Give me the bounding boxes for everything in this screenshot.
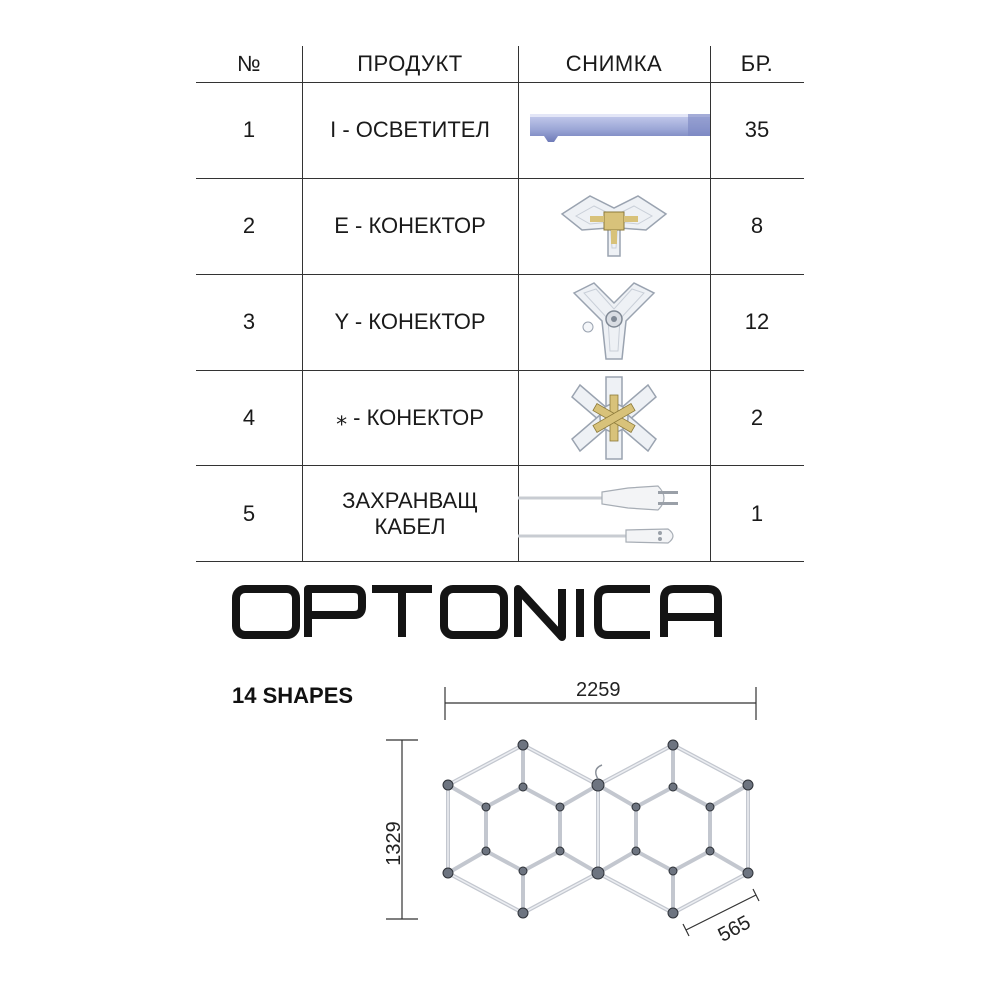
table-divider — [196, 561, 804, 562]
row-quantity: 2 — [750, 404, 764, 430]
table-divider — [196, 82, 804, 83]
row-product: ⁎ - КОНЕКТОР — [336, 404, 484, 430]
y-connector-icon — [518, 274, 710, 370]
row-quantity: 12 — [744, 309, 770, 334]
row-product-line: КАБЕЛ — [374, 513, 446, 539]
row-number: 1 — [242, 117, 256, 142]
light-bar-icon — [518, 82, 710, 178]
row-quantity: 1 — [750, 500, 764, 526]
table-divider — [196, 274, 804, 275]
e-connector-icon — [518, 178, 710, 274]
row-product: ЗАХРАНВАЩ КАБЕЛ — [302, 465, 518, 562]
height-dimension-label: 1329 — [382, 821, 405, 866]
optonica-logo — [232, 585, 722, 641]
power-cable-icon — [518, 465, 710, 562]
table-divider — [518, 46, 519, 562]
table-divider — [196, 178, 804, 179]
row-quantity: 35 — [744, 117, 770, 142]
header-product: ПРОДУКТ — [357, 51, 463, 76]
height-dimension-line — [386, 739, 418, 920]
header-image: СНИМКА — [565, 51, 663, 76]
row-number: 2 — [242, 213, 256, 238]
row-product: E - КОНЕКТОР — [334, 213, 486, 238]
power-cable-icon — [595, 764, 603, 780]
parts-table: № ПРОДУКТ СНИМКА БР. 1 I - ОСВЕТИТЕЛ 35 … — [196, 46, 804, 562]
connector-nodes — [442, 739, 754, 919]
width-dimension-line — [444, 687, 757, 720]
shapes-title: 14 SHAPES — [232, 683, 354, 708]
row-number: 5 — [242, 500, 256, 526]
table-divider — [196, 370, 804, 371]
row-number: 3 — [242, 309, 256, 334]
star-connector-icon — [518, 370, 710, 465]
side-dimension-line — [682, 888, 760, 937]
width-dimension-label: 2259 — [576, 679, 621, 701]
row-product: Y - КОНЕКТОР — [334, 309, 486, 334]
table-divider — [710, 46, 711, 562]
table-divider — [196, 465, 804, 466]
row-number: 4 — [242, 404, 256, 430]
row-quantity: 8 — [750, 213, 764, 238]
table-divider — [302, 46, 303, 562]
header-number: № — [236, 51, 262, 76]
row-product-line: ЗАХРАНВАЩ — [342, 487, 478, 513]
row-product: I - ОСВЕТИТЕЛ — [330, 117, 490, 142]
hexagon-layout-diagram — [386, 687, 760, 937]
header-quantity: БР. — [740, 51, 774, 76]
